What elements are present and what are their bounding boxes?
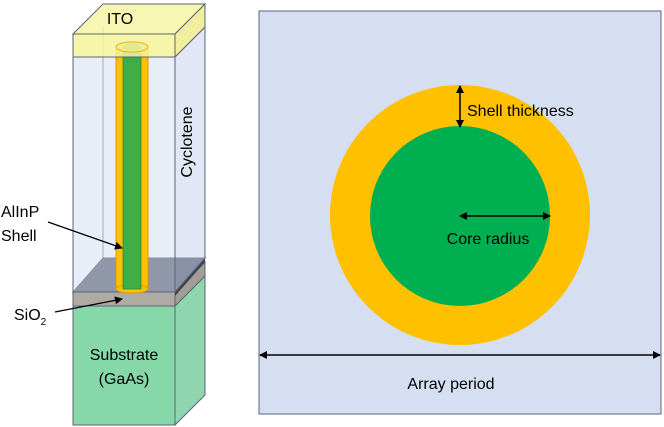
substrate-front-face (72, 305, 176, 426)
sio2-label: SiO2 (14, 307, 47, 328)
sio2-label-subscript: 2 (41, 317, 47, 328)
ito-label: ITO (107, 11, 133, 28)
ito-side-face (174, 2, 206, 59)
nanowire-core (122, 46, 142, 290)
core-radius-label: Core radius (447, 231, 530, 248)
shell-pointer-line (47, 221, 123, 250)
device-cross-section: ITO Cyclotene AlInP Shell SiO2 Substrate… (1, 2, 207, 427)
ito-front-face (72, 33, 176, 58)
shell-label-line2: Shell (1, 228, 37, 245)
shell-thickness-label: Shell thickness (467, 103, 574, 120)
substrate-label-line1: Substrate (90, 347, 159, 364)
sio2-front-face (72, 291, 176, 307)
unit-cell-top-view: Shell thickness Core radius Array period (258, 10, 662, 415)
sio2-pointer-line (54, 296, 123, 313)
substrate-label-line2: (GaAs) (99, 371, 150, 388)
cyclotene-label: Cyclotene (179, 106, 196, 177)
array-period-label: Array period (407, 376, 494, 393)
sio2-label-main: SiO (14, 307, 41, 324)
dark-layer-side (175, 258, 205, 296)
shell-label-line1: AlInP (1, 204, 39, 221)
